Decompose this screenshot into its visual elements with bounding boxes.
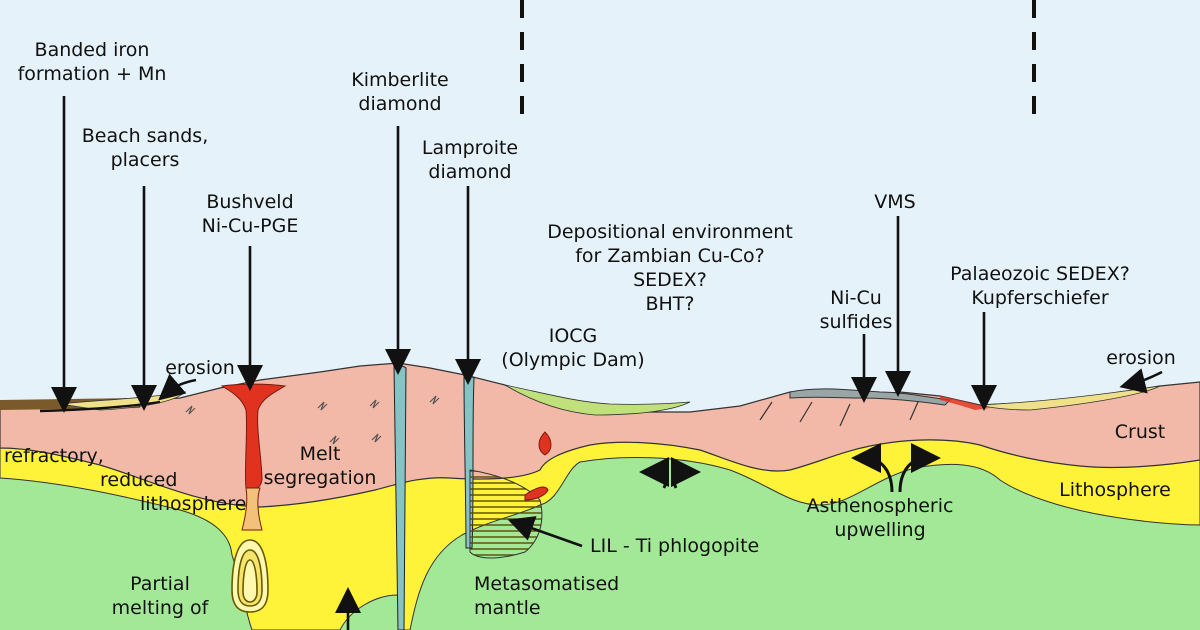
- label-erosion-right: erosion: [1106, 347, 1176, 369]
- pointer-lil: [507, 516, 583, 548]
- upwelling-arrows: [851, 443, 941, 493]
- label-lithosphere: Lithosphere: [1059, 479, 1171, 501]
- iocg-melt-drop: [538, 431, 552, 456]
- bushveld-feeder: [241, 487, 263, 531]
- convection-arrows: [639, 457, 701, 489]
- bushveld-intrusion: [220, 383, 287, 491]
- label-iocg: IOCG(Olympic Dam): [501, 325, 645, 371]
- partial-melting-plume: [231, 539, 269, 613]
- pointer-erosion-left: [158, 373, 197, 401]
- pointer-lines: [51, 96, 1163, 630]
- iocg-sediment: [504, 384, 691, 416]
- label-crust: Crust: [1114, 421, 1166, 443]
- label-lil: LIL - Ti phlogopite: [590, 535, 760, 557]
- label-palaeozoic: Palaeozoic SEDEX?Kupferschiefer: [950, 263, 1130, 309]
- label-erosion-left: erosion: [165, 357, 235, 379]
- label-vms: VMS: [874, 191, 916, 213]
- label-refractory: refractory, reduced lithosphere: [4, 445, 247, 515]
- melt-blob: [524, 486, 549, 501]
- vms-faults: [759, 401, 919, 427]
- crust-foliation-marks: [185, 395, 440, 445]
- label-beach-sands: Beach sands,placers: [81, 125, 209, 171]
- pointer-erosion-right: [1119, 368, 1163, 394]
